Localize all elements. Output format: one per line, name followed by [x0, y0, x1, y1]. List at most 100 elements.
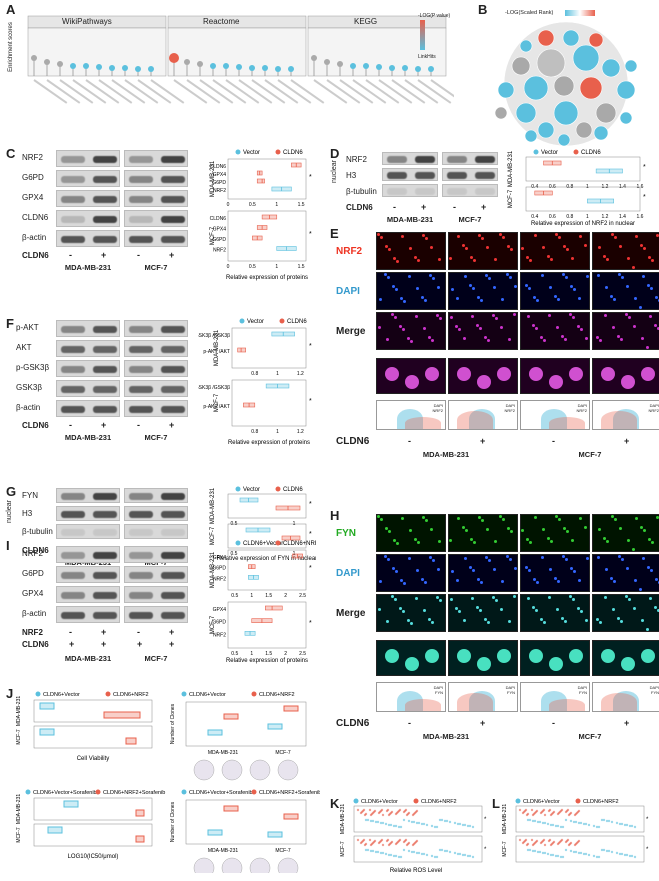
lollipop-head: [275, 66, 281, 72]
cell-dot: [614, 236, 617, 239]
fluorescence-image: [376, 312, 446, 350]
data-point-vector: [445, 819, 449, 823]
cell-dot: [603, 255, 606, 258]
protein-band: [475, 187, 495, 195]
cell-dot: [540, 336, 543, 339]
data-point-vector: [374, 850, 378, 854]
data-point-treat: [521, 841, 525, 845]
tick-label: 1: [275, 202, 278, 208]
signal-curve: [405, 699, 441, 711]
cell-dot: [464, 557, 467, 560]
pathway-label-mark: [313, 79, 348, 104]
legend-swatch-treat: [95, 789, 101, 795]
cell-dot: [502, 236, 505, 239]
protein-band: [387, 155, 407, 163]
data-point-vector: [463, 823, 467, 827]
plot-frame: [185, 799, 307, 845]
cell-dot: [387, 276, 390, 279]
zoom-cell: [601, 649, 615, 663]
cell-dot: [469, 566, 472, 569]
cell-dot: [563, 245, 566, 248]
box: [103, 711, 141, 719]
sig-star: *: [643, 194, 646, 201]
cell-dot: [506, 273, 509, 276]
data-point-vector: [381, 851, 385, 855]
data-point-vector: [549, 823, 553, 827]
cell-dot: [422, 516, 425, 519]
data-point-vector: [579, 851, 583, 855]
panel-label-f: F: [6, 316, 14, 331]
cell-dot: [532, 324, 535, 327]
protein-band: [129, 571, 153, 579]
treatment-sign: -: [69, 250, 72, 260]
bubble: [553, 75, 575, 97]
cell-dot: [493, 286, 496, 289]
zoom-image: [376, 358, 446, 394]
legend-swatch-treat: [575, 798, 581, 804]
legend-swatch-vector: [181, 691, 187, 697]
cell-dot: [646, 346, 649, 349]
cell-dot: [627, 539, 630, 542]
zoom-cell: [529, 649, 543, 663]
cell-dot: [488, 277, 491, 280]
cell-axis-label: MCF-7: [210, 226, 216, 245]
cell-line-label: MDA-MB-231: [64, 263, 112, 272]
cell-dot: [501, 298, 504, 301]
fluorescence-image: [376, 554, 446, 592]
blot-strip: [56, 230, 120, 247]
cell-dot: [484, 336, 487, 339]
treatment-sign: +: [481, 202, 487, 212]
zoom-cell: [641, 367, 655, 381]
cell-dot: [457, 517, 460, 520]
profile-legend: NRF2: [504, 408, 515, 413]
blot-strip: [124, 524, 188, 539]
data-point-vector: [430, 854, 434, 858]
cell-dot: [385, 527, 388, 530]
zoom-cell: [621, 657, 635, 671]
protein-band: [387, 187, 407, 195]
data-point-treat: [567, 843, 571, 847]
data-point-vector: [610, 850, 614, 854]
blot-strip: [124, 506, 188, 521]
protein-band: [129, 385, 153, 393]
cell-dot: [410, 340, 413, 343]
tick-label: 1.5: [265, 593, 272, 599]
protein-label: NRF2: [22, 549, 43, 558]
protein-band: [161, 235, 185, 243]
cell-dot: [640, 244, 643, 247]
legend-swatch-vector: [235, 486, 241, 492]
cell-dot: [384, 273, 387, 276]
legend-swatch-treat: [275, 540, 281, 546]
protein-band: [129, 345, 153, 353]
cell-dot: [507, 245, 510, 248]
cell-dot: [393, 539, 396, 542]
cell-dot: [402, 610, 405, 613]
data-point-treat: [539, 841, 543, 845]
cell-dot: [377, 233, 380, 236]
data-point-vector: [528, 818, 532, 822]
fluorescence-image: [592, 272, 659, 310]
protein-band: [161, 551, 185, 559]
protein-band: [61, 591, 85, 599]
data-point-treat: [405, 813, 409, 817]
protein-band: [161, 405, 185, 413]
cell-dot: [479, 609, 482, 612]
tick-label: 0.6: [549, 214, 556, 220]
treatment-sign: +: [169, 250, 175, 260]
data-point-vector: [410, 820, 414, 824]
protein-label: GSK3β: [16, 383, 42, 392]
cell-line-label: MDA-MB-231: [386, 215, 434, 224]
data-point-vector: [443, 819, 447, 823]
cell-axis-label: MCF-7: [210, 526, 216, 545]
data-point-vector: [569, 819, 573, 823]
protein-band: [61, 611, 85, 619]
data-point-vector: [379, 821, 383, 825]
data-point-vector: [440, 818, 444, 822]
cell-dot: [449, 257, 452, 260]
cell-dot: [377, 515, 380, 518]
protein-band: [93, 155, 117, 163]
